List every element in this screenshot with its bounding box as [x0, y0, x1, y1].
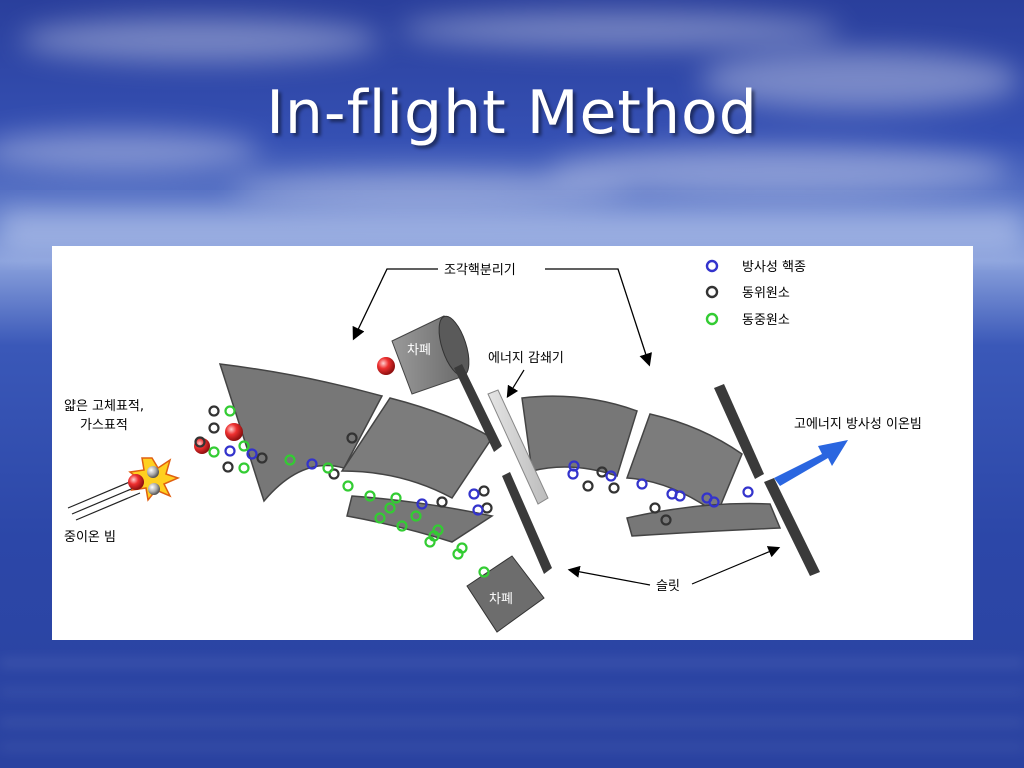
slit-plate-1	[454, 364, 552, 574]
beam-label: 중이온 빔	[64, 530, 116, 545]
legend-isotope-label: 동위원소	[742, 286, 790, 301]
magnet-1a	[218, 363, 384, 503]
red-particle	[225, 423, 243, 441]
shield-bottom-label: 차폐	[489, 592, 513, 607]
legend-isobar-label: 동중원소	[742, 313, 790, 328]
separator-arrow-right	[545, 268, 652, 367]
output-label: 고에너지 방사성 이온빔	[794, 417, 922, 432]
legend-radioactive-label: 방사성 핵종	[742, 260, 806, 275]
red-particle	[377, 357, 395, 375]
collision-burst-icon	[128, 457, 181, 502]
shield-top: 차폐	[391, 315, 470, 395]
energy-degrader	[487, 389, 549, 505]
output-beam-arrow	[774, 440, 848, 486]
degrader-arrow	[506, 369, 525, 399]
slit-arrow-left	[567, 565, 651, 586]
legend-isotope-marker	[705, 285, 719, 299]
legend: 방사성 핵종 동위원소 동중원소	[705, 259, 806, 328]
shield-top-label: 차폐	[407, 343, 431, 358]
magnet-2c	[626, 502, 782, 537]
target-label-line2: 가스표적	[80, 418, 128, 433]
separator-arrow-left	[352, 268, 438, 341]
slit-label: 슬릿	[656, 579, 680, 594]
magnet-2a	[521, 395, 638, 477]
isobar-particles	[208, 405, 490, 578]
slit-arrow-right	[691, 546, 781, 585]
degrader-label: 에너지 감쇄기	[488, 351, 564, 366]
legend-radioactive-marker	[705, 259, 719, 273]
isotope-particles	[194, 405, 672, 526]
slide-title: In-flight Method	[266, 78, 758, 148]
magnet-2b	[625, 413, 743, 516]
target-label-line1: 얇은 고체표적,	[64, 399, 144, 414]
magnet-1b	[340, 397, 494, 499]
particle-stream	[194, 405, 754, 578]
separator-label: 조각핵분리기	[444, 263, 516, 278]
legend-isobar-marker	[705, 312, 719, 326]
diagram-panel: 방사성 핵종 동위원소 동중원소 조각핵분리기	[52, 246, 973, 640]
radioactive-particles	[224, 445, 754, 516]
slit-plate-2	[714, 384, 820, 576]
in-flight-diagram: 방사성 핵종 동위원소 동중원소 조각핵분리기	[64, 259, 922, 633]
heavy-ion-beam	[67, 480, 141, 521]
shield-bottom: 차폐	[466, 555, 545, 633]
